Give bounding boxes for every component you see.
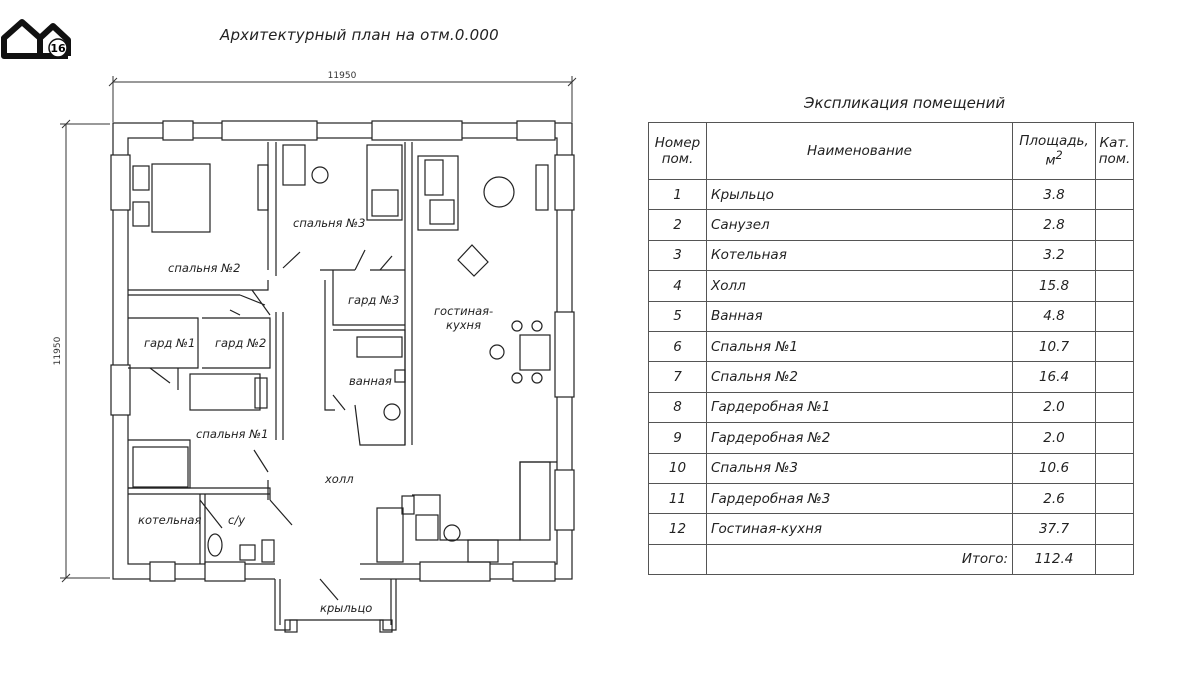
table-total-row: Итого: 112.4 — [648, 543, 1134, 576]
room-area: 2.0 — [1012, 391, 1096, 424]
header-name: Наименование — [706, 122, 1013, 180]
house-logo-icon: 16 — [1, 19, 71, 59]
room-area: 10.7 — [1012, 330, 1096, 363]
room-category — [1095, 361, 1134, 393]
room-number: 8 — [648, 391, 707, 424]
floor-plan: 11950 11950 — [53, 71, 577, 633]
room-label-wardrobe2: гард №2 — [215, 336, 266, 350]
room-area: 3.2 — [1012, 239, 1096, 272]
room-name: Спальня №3 — [706, 452, 1013, 484]
room-name: Спальня №1 — [706, 330, 1013, 363]
room-category — [1095, 391, 1134, 424]
room-number: 6 — [648, 330, 707, 363]
room-number: 10 — [648, 452, 707, 484]
room-label-bedroom3: спальня №3 — [293, 216, 365, 230]
room-area: 4.8 — [1012, 300, 1096, 332]
room-label-porch: крыльцо — [320, 601, 372, 615]
room-category — [1095, 422, 1134, 454]
room-name: Холл — [706, 270, 1013, 302]
room-number: 5 — [648, 300, 707, 332]
room-name: Гостиная-кухня — [706, 513, 1013, 545]
room-area: 15.8 — [1012, 270, 1096, 302]
room-area: 3.8 — [1012, 178, 1096, 211]
room-name: Ванная — [706, 300, 1013, 332]
room-label-wardrobe3: гард №3 — [348, 293, 399, 307]
room-name: Крыльцо — [706, 178, 1013, 211]
room-category — [1095, 452, 1134, 484]
room-name: Гардеробная №2 — [706, 422, 1013, 454]
room-area: 10.6 — [1012, 452, 1096, 484]
total-value: 112.4 — [1012, 543, 1096, 576]
room-label-wc: с/у — [228, 513, 245, 527]
room-category — [1095, 239, 1134, 272]
room-category — [1095, 178, 1134, 211]
room-name: Санузел — [706, 209, 1013, 241]
room-number: 4 — [648, 270, 707, 302]
explication-title: Экспликация помещений — [804, 94, 1006, 112]
room-area: 16.4 — [1012, 361, 1096, 393]
room-category — [1095, 270, 1134, 302]
room-number: 2 — [648, 209, 707, 241]
total-label: Итого: — [706, 543, 1013, 576]
room-number: 11 — [648, 482, 707, 515]
room-category — [1095, 330, 1134, 363]
room-label-bathroom: ванная — [349, 374, 392, 388]
room-name: Котельная — [706, 239, 1013, 272]
dimension-width: 11950 — [328, 71, 357, 81]
room-number: 3 — [648, 239, 707, 272]
room-number: 12 — [648, 513, 707, 545]
room-number: 9 — [648, 422, 707, 454]
header-category: Кат.пом. — [1095, 122, 1134, 180]
room-label-hall: холл — [324, 472, 354, 486]
room-number: 1 — [648, 178, 707, 211]
room-area: 2.8 — [1012, 209, 1096, 241]
header-area: Площадь,м2 — [1012, 122, 1096, 180]
room-label-bedroom2: спальня №2 — [168, 261, 240, 275]
room-label-wardrobe1: гард №1 — [144, 336, 195, 350]
room-label-living-kitchen-1: гостиная- — [434, 304, 493, 318]
room-name: Гардеробная №1 — [706, 391, 1013, 424]
room-area: 37.7 — [1012, 513, 1096, 545]
logo-badge: 16 — [50, 42, 66, 55]
room-name: Гардеробная №3 — [706, 482, 1013, 515]
room-area: 2.6 — [1012, 482, 1096, 515]
room-name: Спальня №2 — [706, 361, 1013, 393]
room-label-boiler: котельная — [138, 513, 201, 527]
room-category — [1095, 300, 1134, 332]
room-category — [1095, 482, 1134, 515]
room-label-living-kitchen-2: кухня — [446, 318, 481, 332]
room-area: 2.0 — [1012, 422, 1096, 454]
room-label-bedroom1: спальня №1 — [196, 427, 268, 441]
room-category — [1095, 209, 1134, 241]
plan-title: Архитектурный план на отм.0.000 — [220, 26, 499, 44]
dimension-height: 11950 — [53, 336, 63, 365]
room-number: 7 — [648, 361, 707, 393]
room-category — [1095, 513, 1134, 545]
